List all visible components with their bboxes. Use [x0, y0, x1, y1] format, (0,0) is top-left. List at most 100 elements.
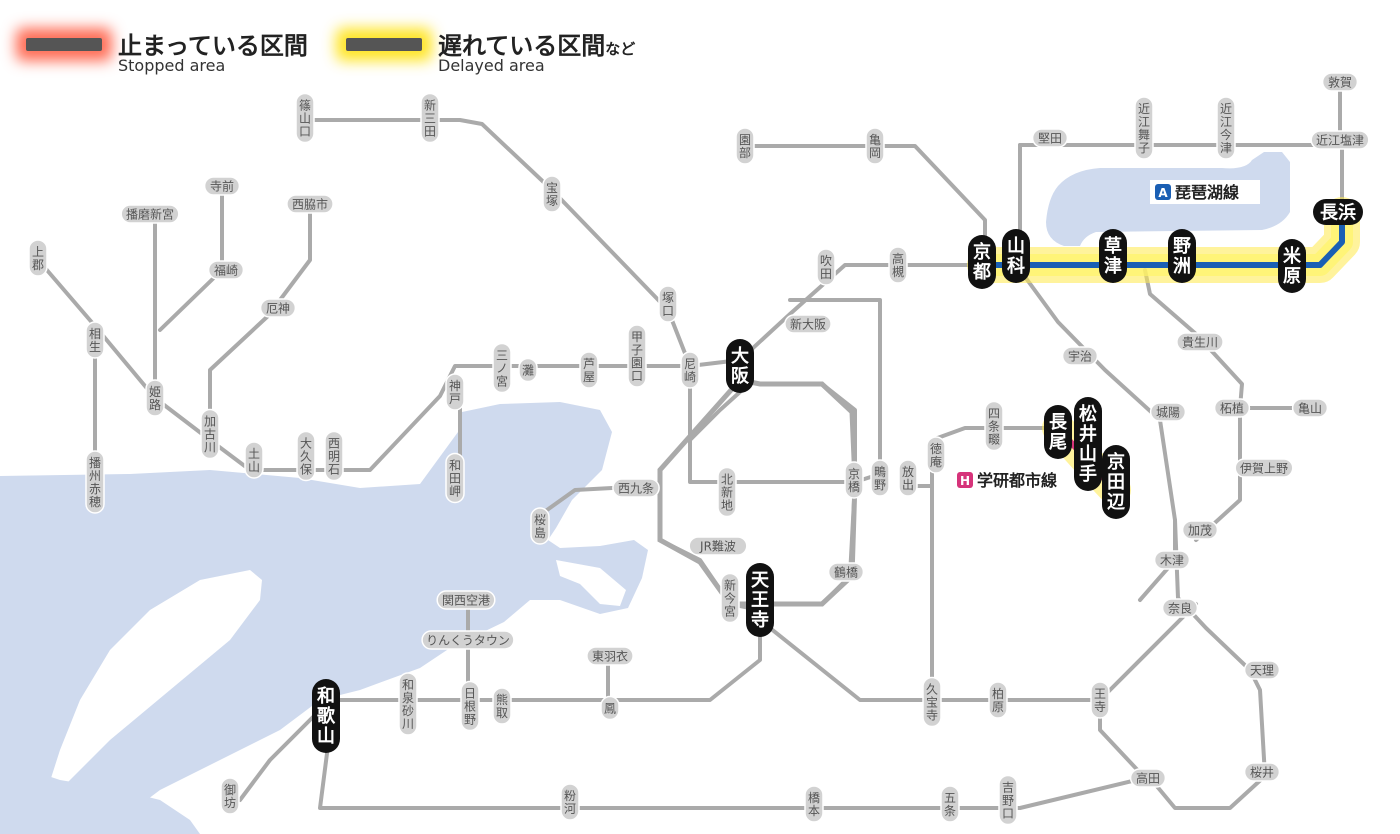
- station-kokawa: 粉河: [560, 783, 580, 821]
- kii-coast: [0, 768, 200, 834]
- station-name: 姫路: [149, 385, 161, 412]
- station-name: 芦屋: [583, 357, 595, 384]
- gakkento-line-label: H 学研都市線: [952, 468, 1070, 492]
- awaji-gap: [44, 570, 262, 834]
- station-maibara: 米原: [1278, 239, 1306, 293]
- station-igaueno: 伊賀上野: [1234, 458, 1294, 478]
- station-name: 伊賀上野: [1240, 461, 1288, 475]
- station-pill: [296, 430, 316, 482]
- station-tsuruhashi: 鶴橋: [827, 562, 865, 582]
- station-sasayamaguchi: 篠山口: [295, 92, 315, 144]
- station-pill: [445, 373, 465, 411]
- station-gobo: 御坊: [220, 777, 240, 815]
- station-omiimazu: 近江今津: [1216, 96, 1236, 160]
- station-kakogawa: 加古川: [200, 408, 220, 460]
- station-pill: [420, 92, 440, 144]
- station-pill: [922, 676, 942, 728]
- station-pill: [1243, 762, 1281, 782]
- station-name: 城陽: [1156, 405, 1180, 419]
- station-name: 吉野口: [1002, 781, 1014, 821]
- station-tsuge: 柘植: [1213, 398, 1251, 418]
- gakkento-line-name: 学研都市線: [977, 471, 1057, 490]
- station-wadamisaki: 和田岬: [445, 452, 465, 504]
- station-name: 加茂: [1188, 523, 1212, 537]
- station-pill: [1291, 398, 1329, 418]
- station-pill: [1243, 660, 1281, 680]
- station-yoshinoguchi: 吉野口: [998, 774, 1018, 826]
- station-kizugawa: 木津: [1153, 550, 1191, 570]
- station-name: 柘植: [1220, 400, 1244, 415]
- station-name: 和歌山: [317, 686, 336, 747]
- station-name: 近江今津: [1220, 102, 1232, 155]
- station-himeji: 姫路: [145, 379, 165, 417]
- gakkento-badge: [957, 472, 973, 488]
- station-name: 近江舞子: [1138, 102, 1150, 155]
- station-name: 播磨新宮: [126, 206, 174, 221]
- station-name: 近江塩津: [1316, 132, 1364, 147]
- station-name: 大阪: [731, 345, 750, 387]
- station-pill: [530, 507, 550, 545]
- station-name: 橋本: [808, 791, 820, 818]
- station-pill: [560, 783, 580, 821]
- station-sonobe: 園部: [735, 127, 755, 165]
- station-pill: [827, 562, 865, 582]
- station-pill: [259, 298, 297, 318]
- station-name: 柏原: [992, 686, 1004, 714]
- station-name: 篠山口: [299, 98, 311, 139]
- station-kobe: 神戸: [445, 373, 465, 411]
- station-name: 放出: [902, 464, 914, 492]
- station-pill: [1061, 346, 1099, 366]
- station-name: 木津: [1160, 553, 1184, 567]
- station-name: 亀山: [1298, 401, 1322, 415]
- station-pill: [324, 430, 344, 482]
- station-takatsuki: 高槻: [888, 246, 908, 284]
- station-kyobashi: 京橋: [844, 461, 864, 499]
- gakkento-badge-letter: H: [960, 474, 970, 488]
- station-nagao: 長尾: [1044, 405, 1072, 459]
- station-name: 天王寺: [751, 570, 770, 631]
- station-shinosaka: 新大阪: [784, 314, 832, 334]
- station-shinimamiya: 新今宮: [720, 572, 740, 624]
- station-sakurajima: 桜島: [530, 507, 550, 545]
- station-name: 園部: [739, 133, 751, 160]
- station-name: 貴生川: [1182, 335, 1218, 349]
- station-name: 土山: [248, 447, 260, 474]
- station-pill: [85, 321, 105, 359]
- station-name: 和泉砂川: [402, 678, 414, 731]
- station-name: 高田: [1136, 770, 1160, 785]
- station-name: 鶴橋: [834, 564, 858, 579]
- station-tennoji: 天王寺: [746, 563, 774, 637]
- station-pill: [1134, 96, 1154, 160]
- station-kamo: 加茂: [1181, 520, 1219, 540]
- station-kyoto: 京都: [968, 235, 996, 289]
- station-pill: [579, 351, 599, 389]
- station-nishikujo: 西九条: [612, 478, 660, 498]
- station-okubo: 大久保: [296, 430, 316, 482]
- station-name: 相生: [89, 327, 101, 354]
- station-name: JR難波: [699, 538, 736, 553]
- station-pill: [295, 92, 315, 144]
- station-nishiakashi: 西明石: [324, 430, 344, 482]
- station-pill: [421, 630, 515, 650]
- station-shigino: 鴫野: [870, 459, 890, 497]
- station-name: 四条畷: [988, 407, 1000, 447]
- station-pill: [888, 246, 908, 284]
- station-kusatsu: 草津: [1099, 229, 1127, 283]
- station-hanaten: 放出: [898, 459, 918, 497]
- station-pill: [720, 572, 740, 624]
- station-pill: [784, 314, 832, 334]
- station-rinkutown: りんくうタウン: [421, 630, 515, 650]
- station-pill: [436, 590, 496, 610]
- station-wakayama: 和歌山: [312, 679, 340, 753]
- station-hineno: 日根野: [460, 680, 480, 732]
- station-pill: [398, 672, 418, 736]
- biwako-line-label: A 琵琶湖線: [1150, 180, 1260, 204]
- station-tsuruga: 敦賀: [1321, 72, 1359, 92]
- station-pill: [926, 436, 946, 474]
- station-aioi: 相生: [85, 321, 105, 359]
- station-pill: [220, 777, 240, 815]
- station-pill: [865, 127, 885, 165]
- station-shijonawate: 四条畷: [984, 400, 1004, 452]
- station-name: 松井山手: [1079, 403, 1097, 485]
